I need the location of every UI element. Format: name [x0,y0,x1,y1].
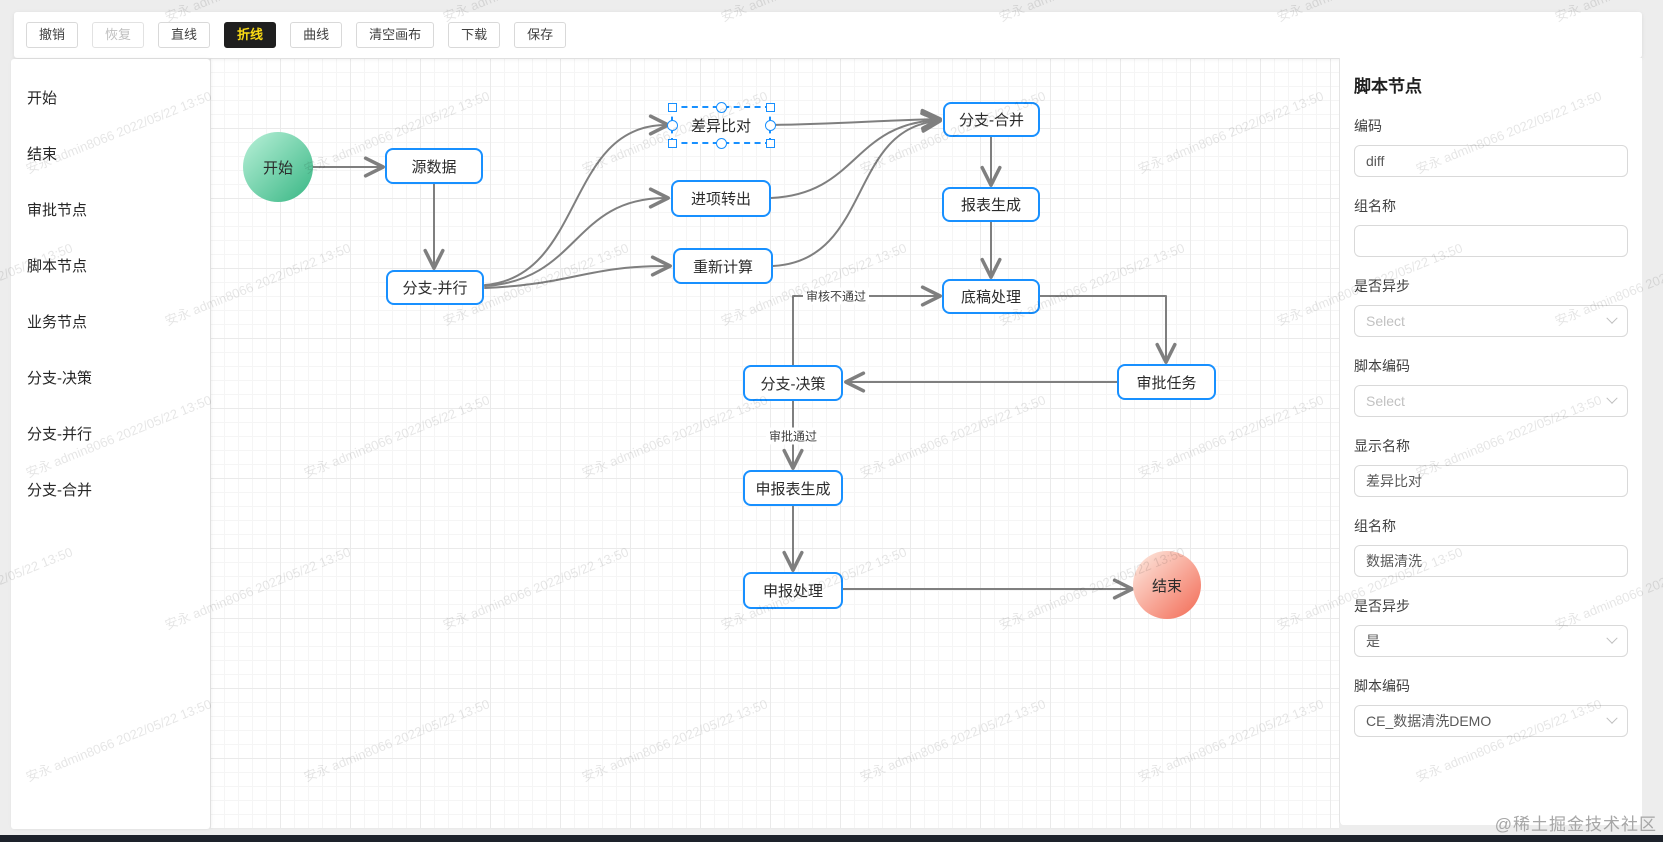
palette-item-业务节点[interactable]: 业务节点 [27,313,88,331]
edge-transfer-to-merge[interactable] [770,110,942,199]
edge-parallel-to-diff[interactable] [484,114,670,286]
node-branch-merge[interactable]: 分支-合并 [943,102,1040,137]
toolbar-button-撤销[interactable]: 撤销 [26,22,79,48]
palette-item-开始[interactable]: 开始 [27,89,58,107]
edge-parallel-to-recalc[interactable] [484,255,672,289]
node-input-transfer[interactable]: 进项转出 [671,180,771,217]
edge-draft-to-approve[interactable] [1039,295,1177,364]
field-value: 是 [1366,633,1380,649]
field-label-是否异步: 是否异步 [1354,598,1410,614]
field-value: CE_数据清洗DEMO [1366,713,1492,729]
node-report-generate[interactable]: 报表生成 [942,187,1040,222]
toolbar-button-清空画布[interactable]: 清空画布 [356,22,435,48]
chevron-down-icon [1606,712,1618,724]
node-declare-form-generate[interactable]: 申报表生成 [743,470,843,506]
palette-item-分支-合并[interactable]: 分支-合并 [27,481,92,499]
field-label-组名称: 组名称 [1354,518,1396,534]
chevron-down-icon [1606,632,1618,644]
node-recalculate[interactable]: 重新计算 [673,248,773,284]
node-branch-parallel[interactable]: 分支-并行 [386,270,484,305]
toolbar-button-直线[interactable]: 直线 [158,22,211,48]
edge-decision-to-draft-reject[interactable] [792,285,942,366]
palette-item-脚本节点[interactable]: 脚本节点 [27,257,88,275]
field-value: 差异比对 [1366,473,1422,489]
palette-item-分支-并行[interactable]: 分支-并行 [27,425,92,443]
node-start[interactable]: 开始 [243,132,313,202]
node-draft-process[interactable]: 底稿处理 [942,279,1040,314]
palette-item-分支-决策[interactable]: 分支-决策 [27,369,92,387]
input-组名称-1[interactable] [1354,225,1628,257]
toolbar-button-下载[interactable]: 下载 [448,22,501,48]
select-脚本编码-3[interactable]: Select [1354,385,1628,417]
field-value: diff [1366,153,1385,169]
edge-label-审批通过: 审批通过 [765,427,821,445]
input-显示名称-4[interactable]: 差异比对 [1354,465,1628,497]
toolbar-button-折线[interactable]: 折线 [224,22,277,48]
palette-item-审批节点[interactable]: 审批节点 [27,201,88,219]
field-label-编码: 编码 [1354,118,1382,134]
node-source-data[interactable]: 源数据 [385,148,483,184]
resize-handle-nw[interactable] [667,102,677,112]
port-handle-left[interactable] [666,119,678,131]
panel-title: 脚本节点 [1354,77,1422,96]
field-label-脚本编码: 脚本编码 [1354,678,1410,694]
field-value: Select [1366,313,1405,329]
field-label-显示名称: 显示名称 [1354,438,1410,454]
field-label-脚本编码: 脚本编码 [1354,358,1410,374]
edge-diff-to-merge[interactable] [770,108,942,130]
resize-handle-sw[interactable] [667,138,677,148]
toolbar: 撤销恢复直线折线曲线清空画布下载保存 [14,12,1642,58]
node-declare-process[interactable]: 申报处理 [743,572,843,609]
field-value: Select [1366,393,1405,409]
toolbar-button-恢复: 恢复 [92,22,145,48]
node-palette-sidebar: 开始结束审批节点脚本节点业务节点分支-决策分支-并行分支-合并 [11,59,210,829]
node-diff-compare[interactable]: 差异比对 [666,101,776,149]
field-value: 数据清洗 [1366,553,1422,569]
select-是否异步-6[interactable]: 是 [1354,625,1628,657]
bottom-bar [0,835,1663,842]
node-approve-task[interactable]: 审批任务 [1117,364,1216,400]
field-label-组名称: 组名称 [1354,198,1396,214]
node-branch-decision[interactable]: 分支-决策 [743,365,843,401]
edge-label-审核不通过: 审核不通过 [802,287,870,305]
field-label-是否异步: 是否异步 [1354,278,1410,294]
chevron-down-icon [1606,312,1618,324]
edge-parallel-to-transfer[interactable] [484,187,670,287]
input-编码-0[interactable]: diff [1354,145,1628,177]
chevron-down-icon [1606,392,1618,404]
toolbar-button-曲线[interactable]: 曲线 [290,22,343,48]
toolbar-button-保存[interactable]: 保存 [514,22,567,48]
select-脚本编码-7[interactable]: CE_数据清洗DEMO [1354,705,1628,737]
resize-handle-ne[interactable] [765,102,775,112]
port-handle-right[interactable] [764,119,776,131]
port-handle-top[interactable] [715,101,727,113]
resize-handle-se[interactable] [765,138,775,148]
edge-recalc-to-merge[interactable] [772,111,942,267]
juejin-credit-watermark: @稀土掘金技术社区 [1494,815,1657,834]
palette-item-结束[interactable]: 结束 [27,145,58,163]
node-end[interactable]: 结束 [1133,551,1201,619]
select-是否异步-2[interactable]: Select [1354,305,1628,337]
input-组名称-5[interactable]: 数据清洗 [1354,545,1628,577]
port-handle-bottom[interactable] [715,137,727,149]
